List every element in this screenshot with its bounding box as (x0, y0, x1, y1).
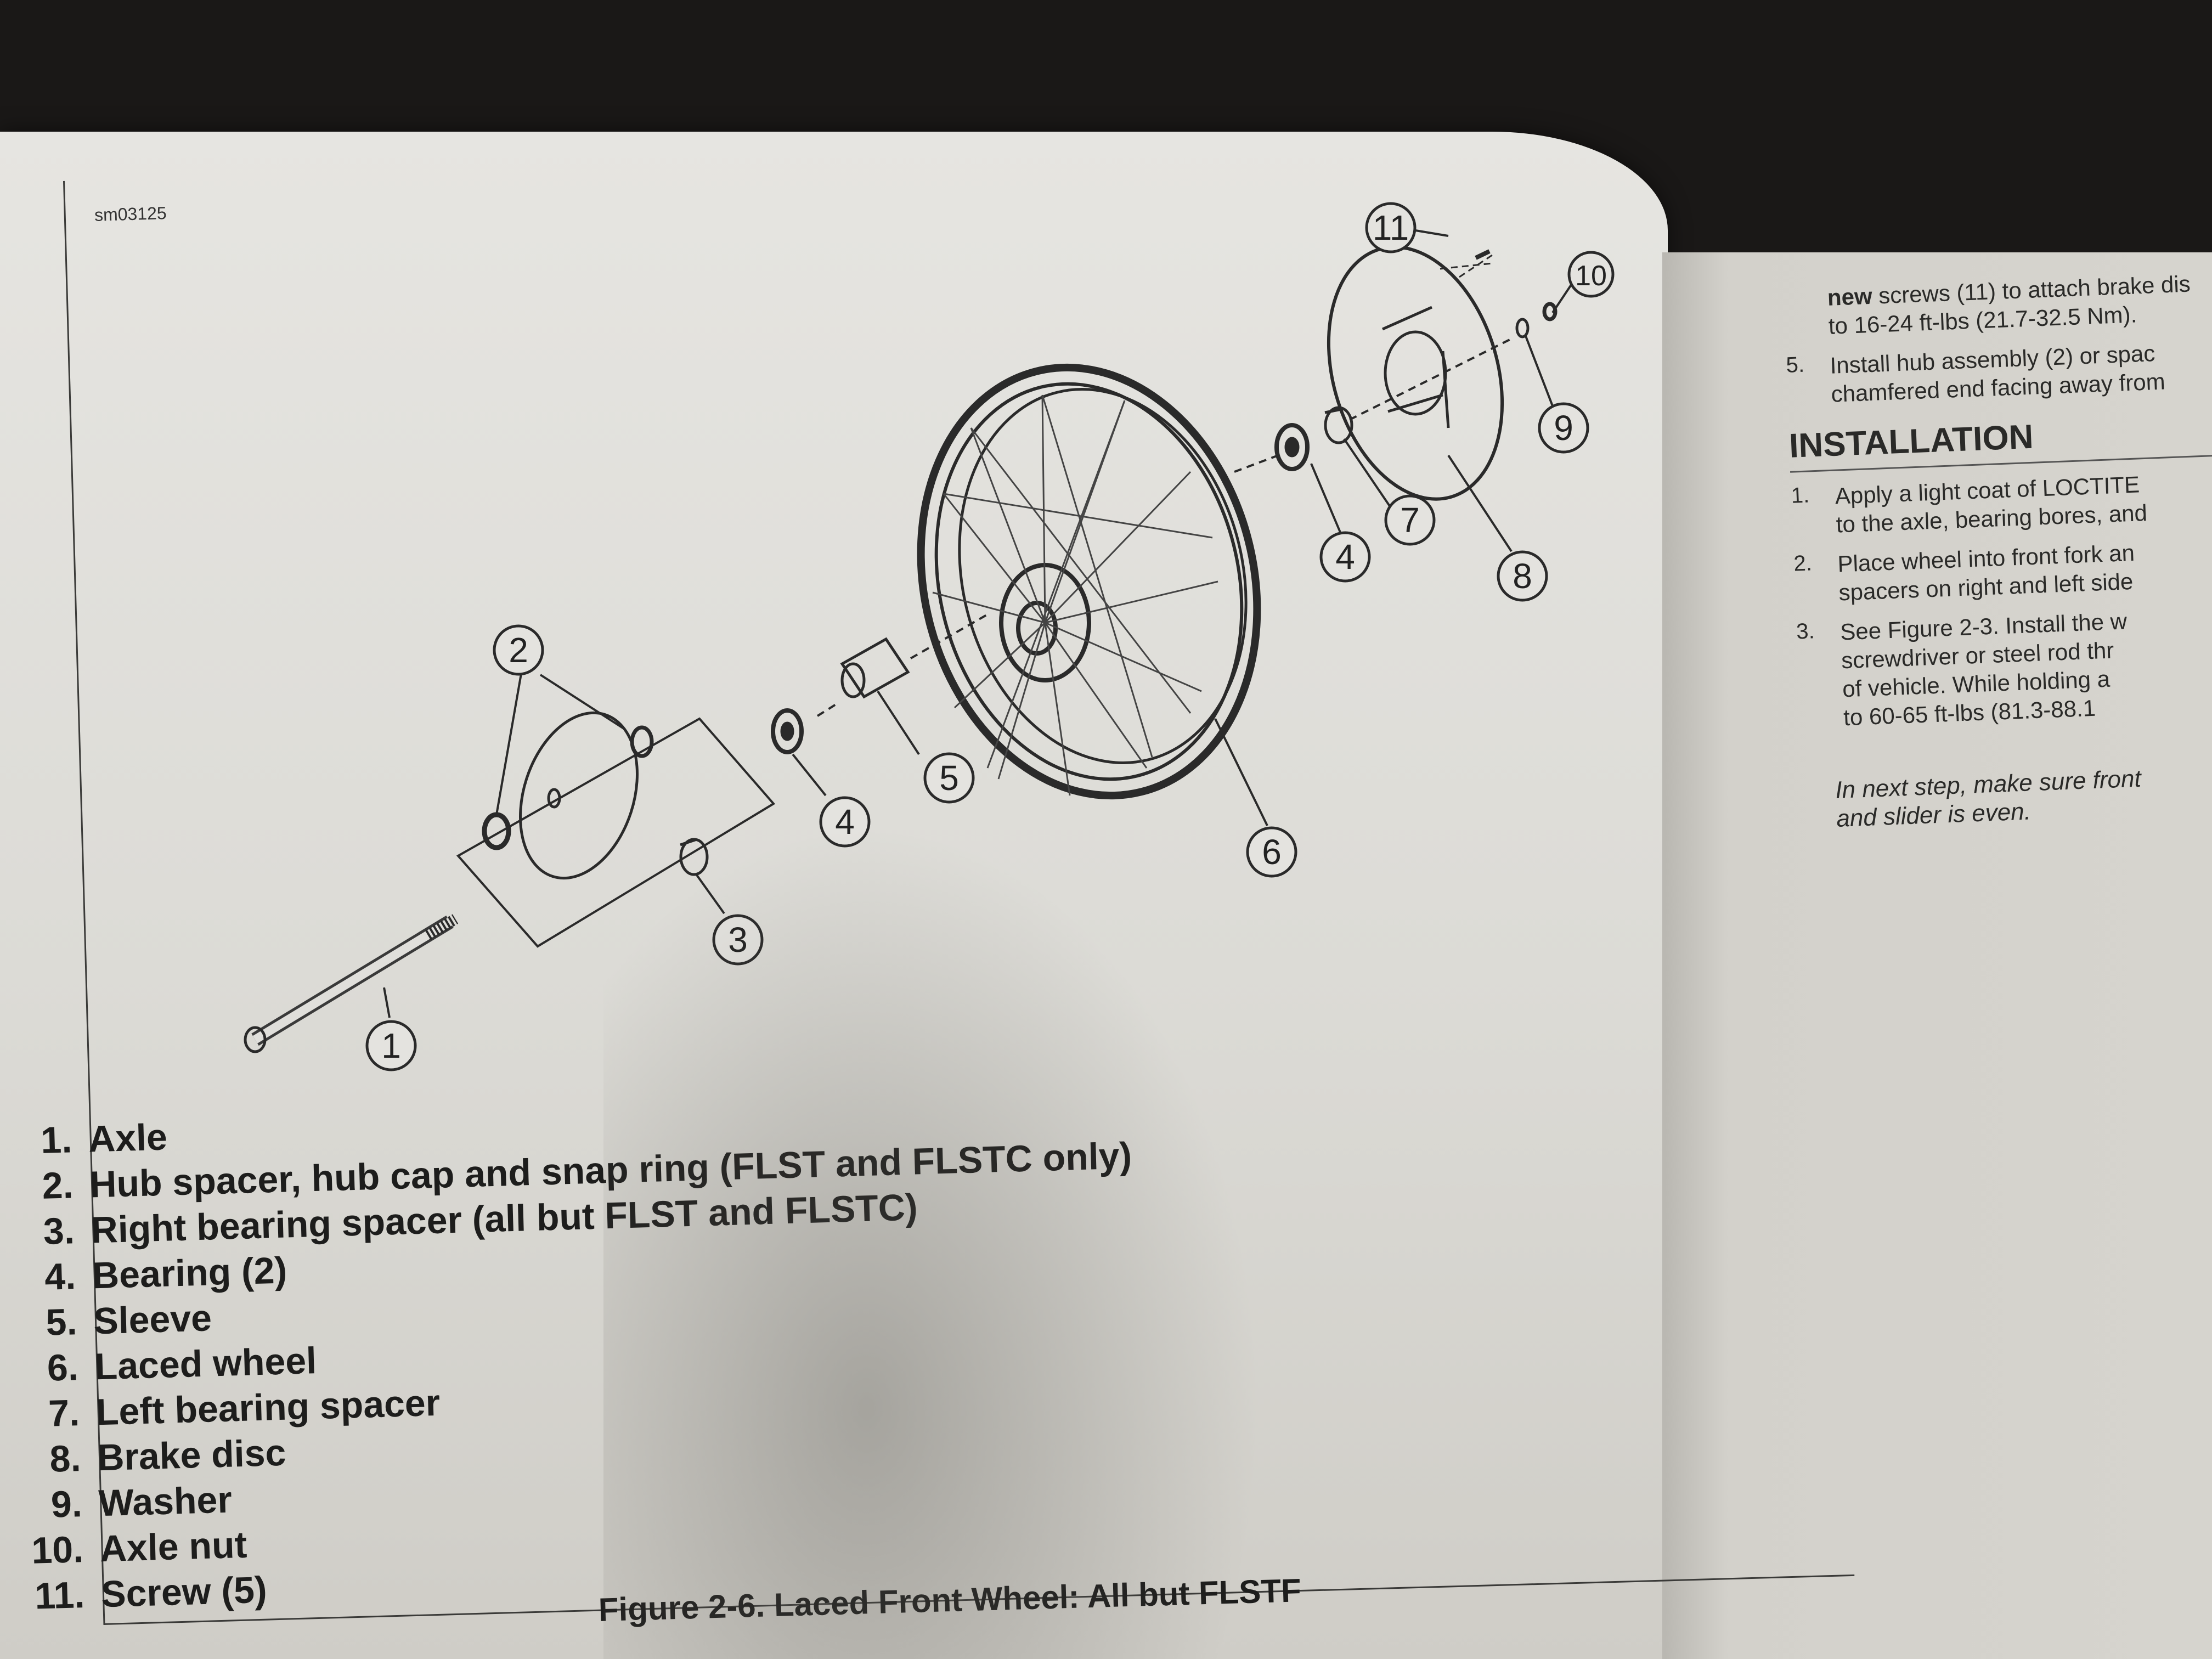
install-step-2: 2. Place wheel into front fork an spacer… (1793, 539, 2135, 606)
parts-legend: 1.Axle 2.Hub spacer, hub cap and snap ri… (0, 1086, 1221, 1620)
callout-11: 11 (1373, 208, 1409, 247)
step-5: 5. Install hub assembly (2) or spac cham… (1785, 340, 2166, 407)
right-bearing-spacer-part (679, 838, 709, 876)
bearing-left-part (1274, 423, 1310, 471)
callout-7: 7 (1400, 500, 1420, 540)
axle-nut-part (1542, 302, 1558, 321)
callout-2: 2 (509, 630, 528, 670)
right-page (1662, 252, 2212, 1659)
callout-4-right: 4 (835, 802, 855, 842)
laced-wheel-part (917, 363, 1261, 800)
callout-9: 9 (1554, 408, 1573, 448)
washer-part (1515, 318, 1530, 338)
hub-spacer-part (482, 812, 511, 850)
callout-5: 5 (939, 758, 959, 798)
snap-ring-part (630, 725, 654, 758)
callout-1: 1 (381, 1026, 401, 1065)
callout-6: 6 (1262, 832, 1282, 872)
sleeve-part (840, 637, 910, 699)
exploded-wheel-diagram: 11 10 9 8 7 4 2 5 4 6 3 1 (244, 202, 1615, 1071)
callout-8: 8 (1513, 556, 1532, 596)
hub-cap-part (519, 711, 639, 880)
callout-10: 10 (1575, 260, 1607, 292)
section-heading: INSTALLATION (1788, 408, 2212, 473)
install-step-3: 3. See Figure 2-3. Install the w screwdr… (1796, 608, 2128, 731)
left-page (0, 132, 1668, 1659)
bearing-part (771, 708, 804, 754)
brake-disc-part (1327, 245, 1504, 501)
screw-part (1440, 249, 1493, 278)
axle-part (244, 914, 459, 1053)
hub-group-outline (456, 717, 776, 948)
install-step-1: 1. Apply a light coat of LOCTITE to the … (1790, 471, 2148, 538)
right-page-text: new screws (11) to attach brake dis to 1… (1783, 266, 2212, 834)
callout-3: 3 (728, 920, 748, 960)
callout-4-left: 4 (1335, 537, 1355, 577)
